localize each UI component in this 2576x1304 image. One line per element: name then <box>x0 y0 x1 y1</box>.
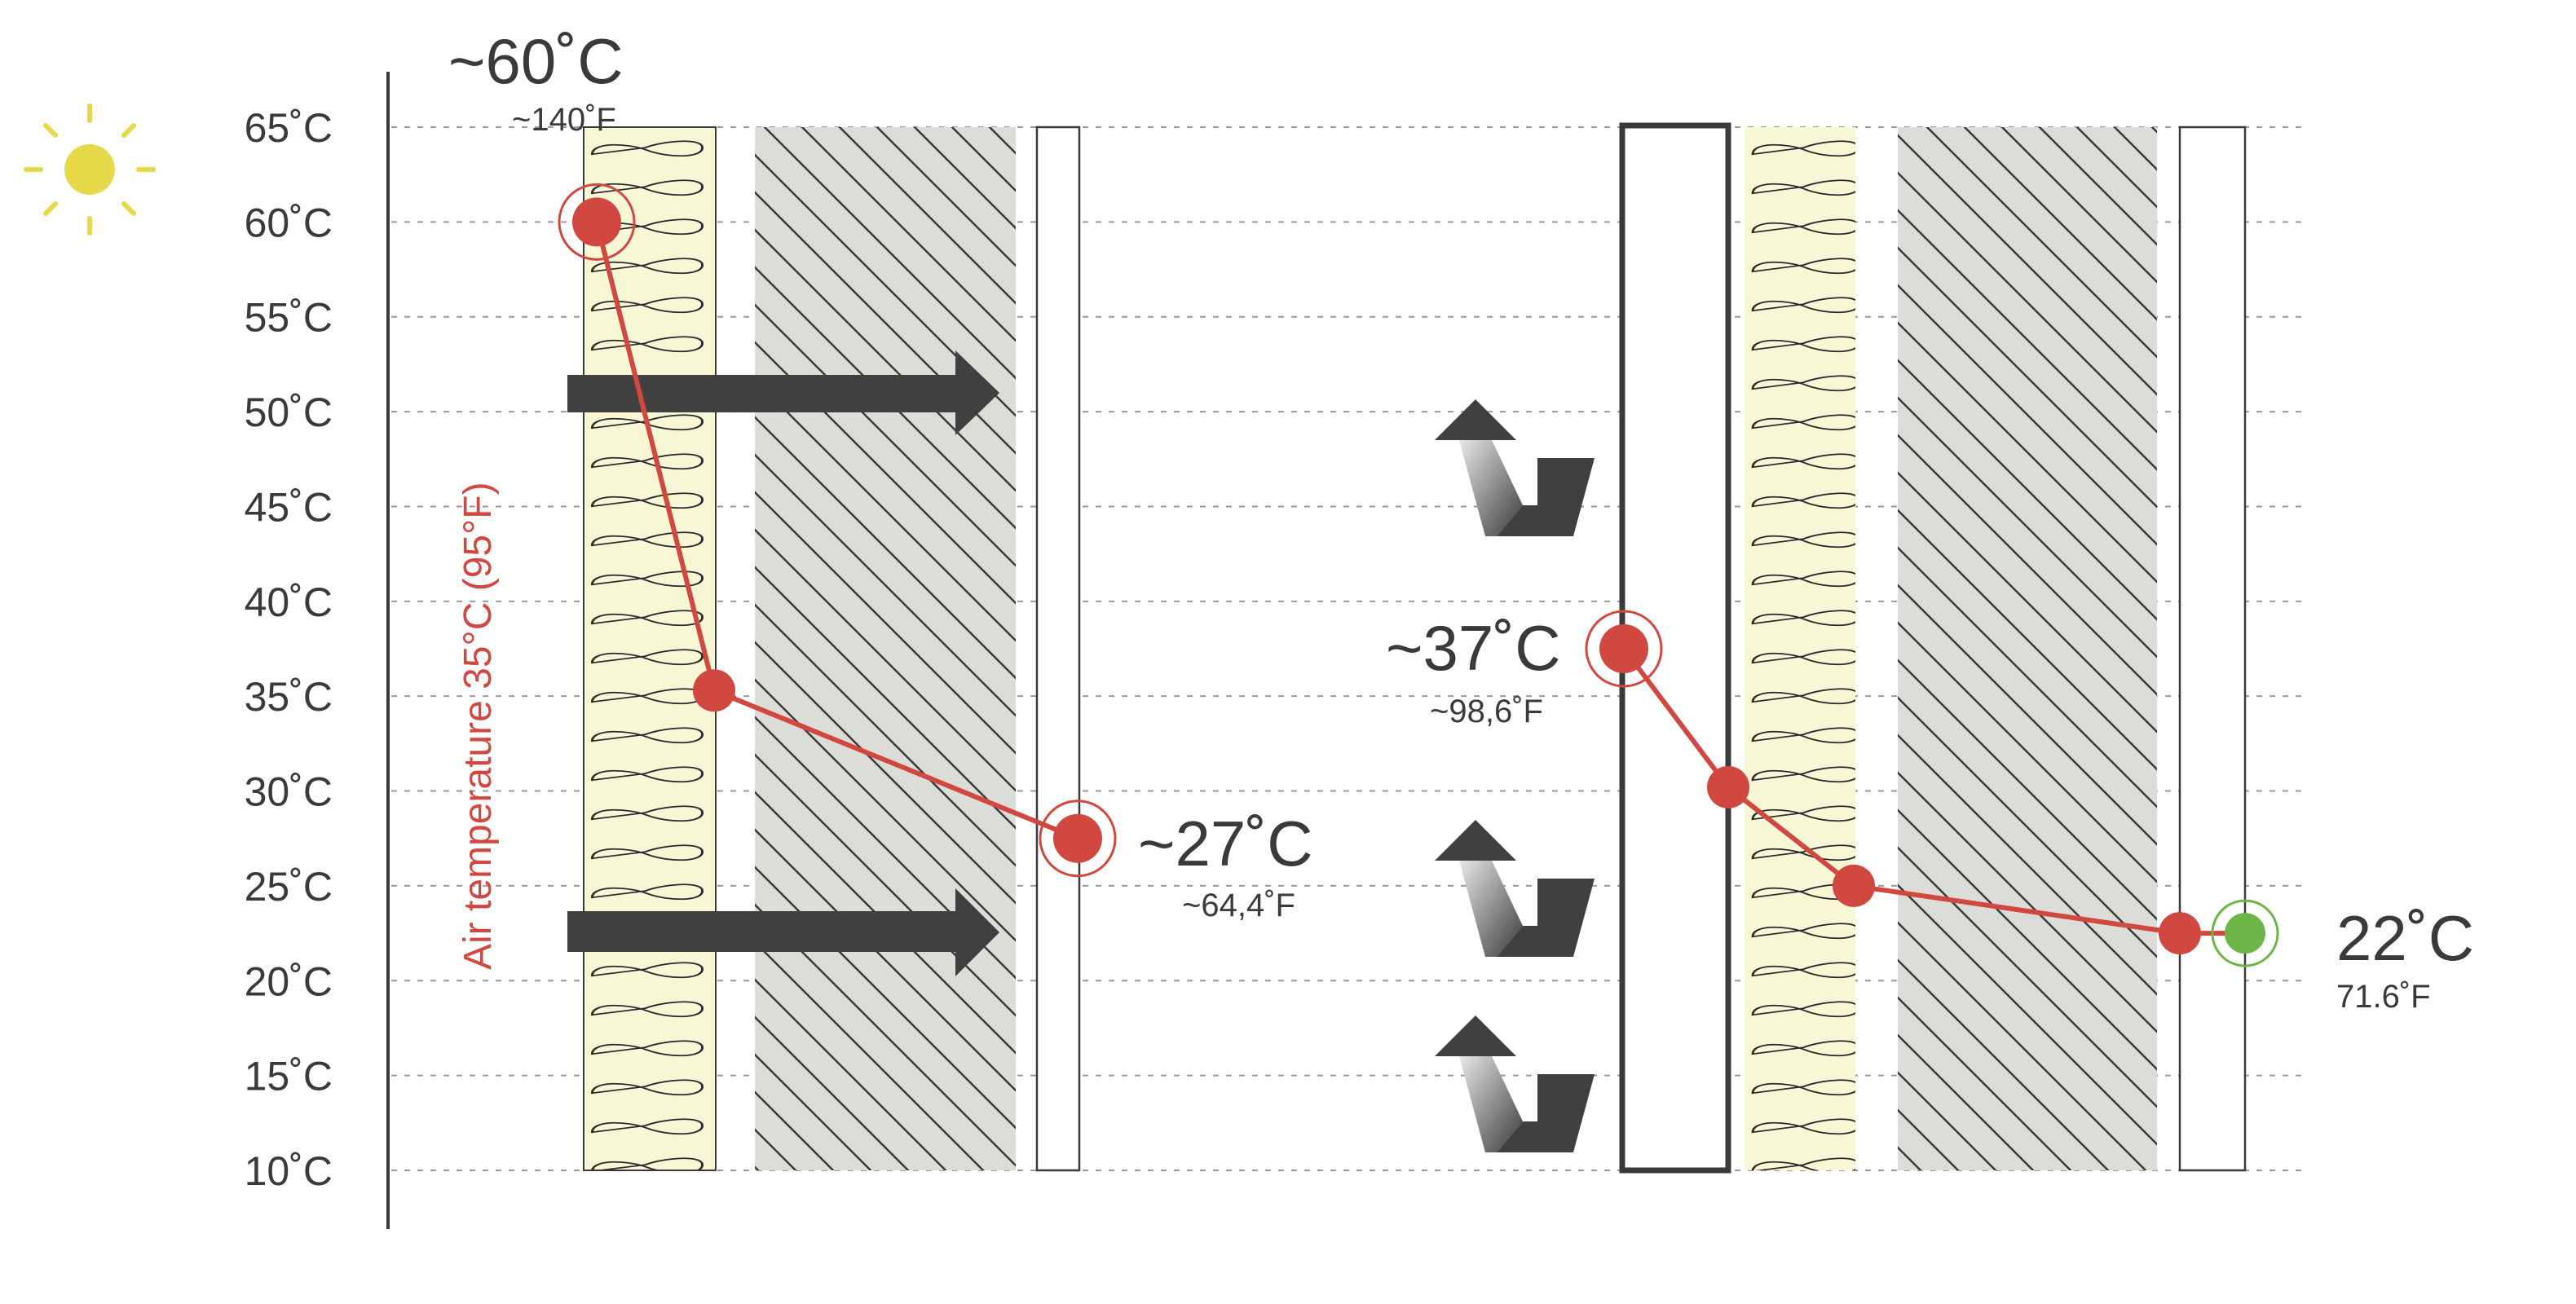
y-tick-label: 30˚C <box>245 769 333 815</box>
heat-flow-arrow <box>567 888 999 976</box>
sun-icon <box>24 104 156 236</box>
y-tick-label: 40˚C <box>245 579 333 625</box>
air-temperature-label: Air temperature 35°C (95°F) <box>457 482 500 970</box>
y-tick-label: 50˚C <box>245 390 333 435</box>
cladding-surface-fahrenheit: ~98,6˚F <box>1430 694 1543 729</box>
y-tick-label: 35˚C <box>245 674 333 720</box>
y-tick-label: 10˚C <box>245 1148 333 1194</box>
y-tick-label: 15˚C <box>245 1054 333 1099</box>
inner-surface-celsius: ~27˚C <box>1138 808 1313 879</box>
y-tick-label: 65˚C <box>245 105 333 151</box>
inner-surface-fahrenheit: ~64,4˚F <box>1182 888 1295 923</box>
heat-flow-arrow <box>567 350 999 435</box>
y-tick-label: 25˚C <box>245 864 333 910</box>
y-tick-label: 45˚C <box>245 484 333 530</box>
outer-surface-fahrenheit: ~140˚F <box>512 102 616 138</box>
y-tick-label: 60˚C <box>245 200 333 245</box>
y-axis-ticks: 65˚C 60˚C 55˚C 50˚C 45˚C 40˚C 35˚C 30˚C 25˚C 20˚C… <box>245 105 333 1194</box>
plaster-layer-left <box>1035 126 1081 1172</box>
interface-point-left <box>693 669 735 712</box>
outer-surface-celsius: ~60˚C <box>448 25 624 97</box>
y-tick-label: 55˚C <box>245 295 333 341</box>
ventilation-arrow <box>1435 399 1595 536</box>
y-tick-label: 20˚C <box>245 958 333 1004</box>
room-temperature-point <box>2211 899 2279 967</box>
ventilation-arrow <box>1435 1015 1595 1152</box>
room-fahrenheit: 71.6˚F <box>2336 979 2431 1015</box>
plaster-layer-right <box>2178 126 2247 1172</box>
cladding-surface-point <box>1585 610 1663 688</box>
inner-surface-point <box>1039 800 1117 878</box>
interior-edge-point <box>2159 912 2201 955</box>
ventilation-arrow <box>1435 820 1595 957</box>
interface-point-right <box>1707 765 1749 808</box>
room-celsius: 22˚C <box>2336 902 2474 974</box>
interface-point-right <box>1833 864 1875 907</box>
cladding-surface-celsius: ~37˚C <box>1386 612 1561 684</box>
outer-surface-point <box>558 183 636 261</box>
